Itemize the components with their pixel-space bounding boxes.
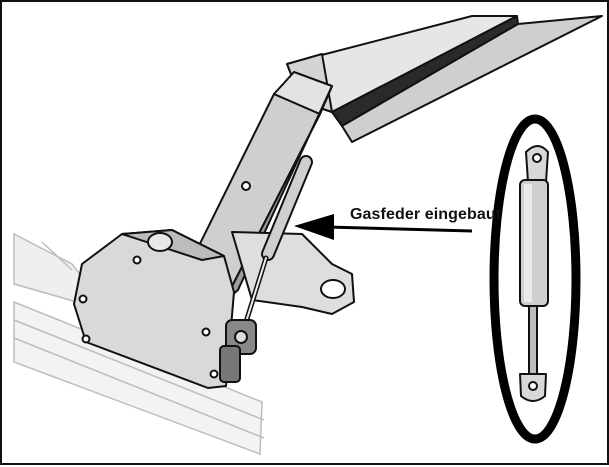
upper-beam: [286, 15, 603, 143]
housing-plate: [73, 229, 235, 389]
lower-fitting: [219, 319, 257, 383]
base-rails: [13, 232, 265, 456]
left-arrow-icon: [294, 214, 473, 240]
gas-spring-installed: [243, 155, 313, 325]
gas-spring-detail: [519, 145, 549, 402]
ellipse-highlight: [489, 114, 581, 444]
callout-label: Gasfeder eingebaut: [350, 206, 502, 223]
